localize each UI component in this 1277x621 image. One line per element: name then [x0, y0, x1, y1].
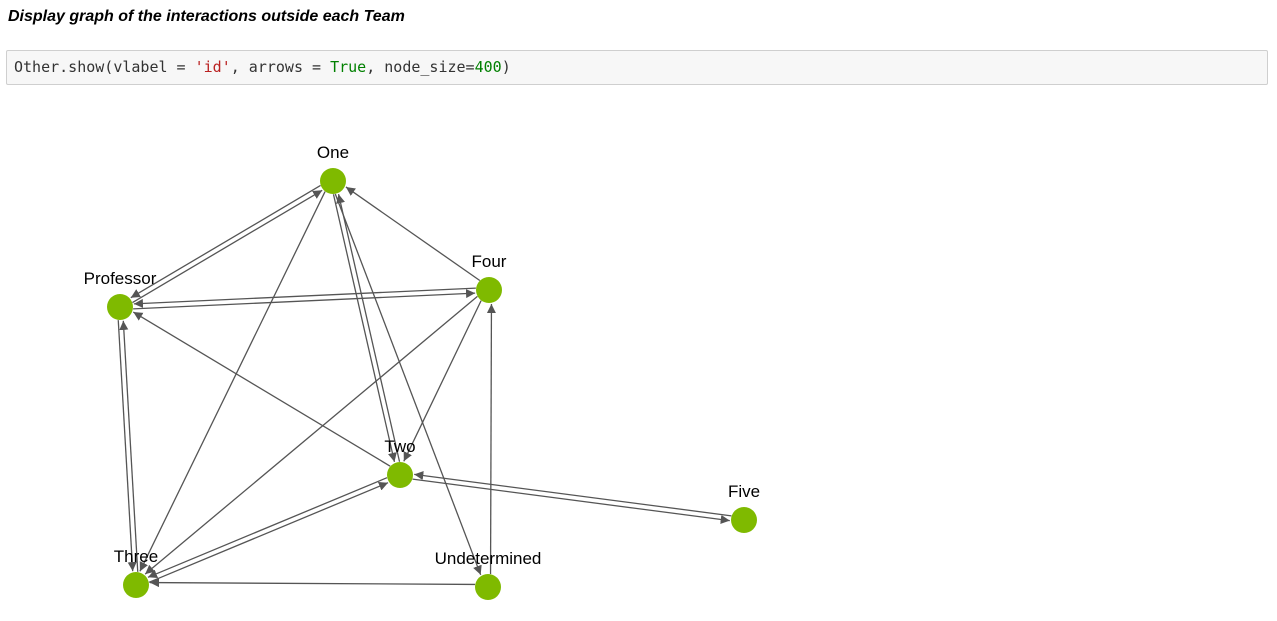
edge-one-to-professor: [130, 184, 321, 299]
edge-four-to-three: [144, 295, 478, 575]
edge-professor-to-one: [132, 189, 323, 304]
edge-three-to-professor: [119, 320, 139, 572]
code-string: 'id': [194, 58, 231, 76]
edge-four-to-professor: [133, 287, 476, 308]
node-label-three: Three: [114, 547, 158, 566]
node-professor[interactable]: [107, 294, 133, 320]
edge-professor-to-three: [117, 320, 137, 572]
node-label-five: Five: [728, 482, 760, 501]
edge-two-to-one: [336, 193, 401, 462]
node-three[interactable]: [123, 572, 149, 598]
edge-five-to-two: [414, 471, 732, 517]
edge-professor-to-four: [133, 289, 476, 310]
edge-two-to-three: [147, 477, 388, 579]
code-number: 400: [474, 58, 502, 76]
node-four[interactable]: [476, 277, 502, 303]
cell-heading: Display graph of the interactions outsid…: [8, 8, 405, 25]
node-label-undetermined: Undetermined: [435, 549, 542, 568]
edge-two-to-professor: [132, 311, 391, 467]
code-keyword: True: [330, 58, 367, 76]
node-one[interactable]: [320, 168, 346, 194]
code-cell[interactable]: Other.show(vlabel = 'id', arrows = True,…: [6, 50, 1268, 85]
edge-one-to-undetermined: [334, 193, 482, 576]
edge-undetermined-to-three: [150, 578, 476, 588]
node-five[interactable]: [731, 507, 757, 533]
code-mid1: , arrows =: [230, 58, 331, 76]
edge-three-to-two: [148, 481, 389, 583]
node-label-four: Four: [472, 252, 507, 271]
edge-undetermined-to-four: [486, 304, 496, 575]
edge-one-to-three: [139, 191, 326, 572]
node-label-one: One: [317, 143, 349, 162]
node-two[interactable]: [387, 462, 413, 488]
node-label-professor: Professor: [84, 269, 157, 288]
code-mid2: , node_size=: [366, 58, 475, 76]
node-undetermined[interactable]: [475, 574, 501, 600]
node-label-two: Two: [384, 437, 415, 456]
edge-four-to-one: [345, 186, 481, 282]
edge-two-to-five: [412, 478, 730, 524]
edge-four-to-two: [403, 300, 482, 462]
edge-one-to-two: [332, 194, 397, 463]
code-end: ): [501, 58, 511, 76]
code-fn: Other.show(vlabel =: [14, 58, 195, 76]
